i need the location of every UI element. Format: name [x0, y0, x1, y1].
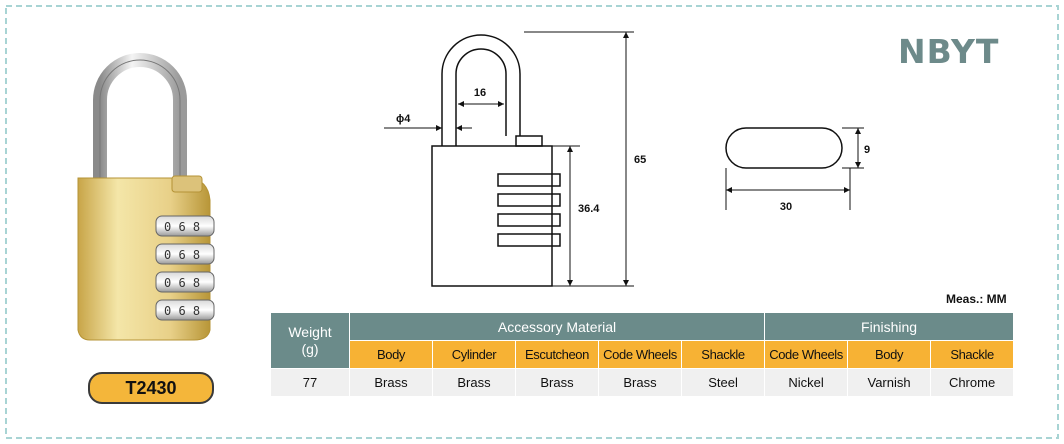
weight-value: 77 [271, 369, 349, 396]
dim-total-height: 65 [634, 154, 646, 166]
group-header-accessory: Accessory Material [350, 313, 765, 340]
dim-shackle-width: 16 [474, 87, 486, 99]
svg-text:0 6 8: 0 6 8 [164, 220, 200, 234]
column-header: Cylinder [433, 341, 515, 368]
dim-body-height: 36.4 [578, 203, 600, 215]
group-header-finishing: Finishing [765, 313, 1014, 340]
spec-table: Weight (g) Accessory Material Finishing … [270, 312, 1014, 397]
dim-diameter: ϕ4 [396, 113, 411, 125]
table-row: 77 Brass Brass Brass Brass Steel Nickel … [271, 369, 1014, 396]
column-header: Shackle [931, 341, 1014, 368]
column-header: Code Wheels [599, 341, 681, 368]
svg-text:0 6 8: 0 6 8 [164, 276, 200, 290]
table-cell: Chrome [931, 369, 1014, 396]
brand-logo: NBYT [898, 32, 1000, 71]
dimension-drawing-front: 16 ϕ4 65 36.4 [384, 31, 646, 287]
table-cell: Varnish [848, 369, 931, 396]
table-cell: Nickel [765, 369, 848, 396]
table-cell: Brass [350, 369, 432, 396]
table-cell: Brass [599, 369, 681, 396]
svg-text:0 6 8: 0 6 8 [164, 304, 200, 318]
column-header: Shackle [682, 341, 765, 368]
table-cell: Steel [682, 369, 765, 396]
column-header: Escutcheon [516, 341, 598, 368]
column-header: Body [350, 341, 432, 368]
weight-header-cell: Weight (g) [271, 313, 349, 368]
padlock-photo: 0 6 8 0 6 8 0 6 8 0 6 8 [77, 53, 215, 341]
column-header: Body [848, 341, 931, 368]
svg-text:0 6 8: 0 6 8 [164, 248, 200, 262]
weight-unit: (g) [301, 340, 319, 357]
dim-side-depth: 9 [864, 144, 870, 156]
model-badge: T2430 [88, 372, 214, 404]
table-cell: Brass [516, 369, 598, 396]
measure-unit: Meas.: MM [946, 292, 1007, 306]
dimension-drawing-side: 9 30 [725, 127, 870, 213]
dim-side-width: 30 [780, 201, 792, 213]
weight-header: Weight [288, 323, 332, 340]
column-header: Code Wheels [765, 341, 848, 368]
table-cell: Brass [433, 369, 515, 396]
